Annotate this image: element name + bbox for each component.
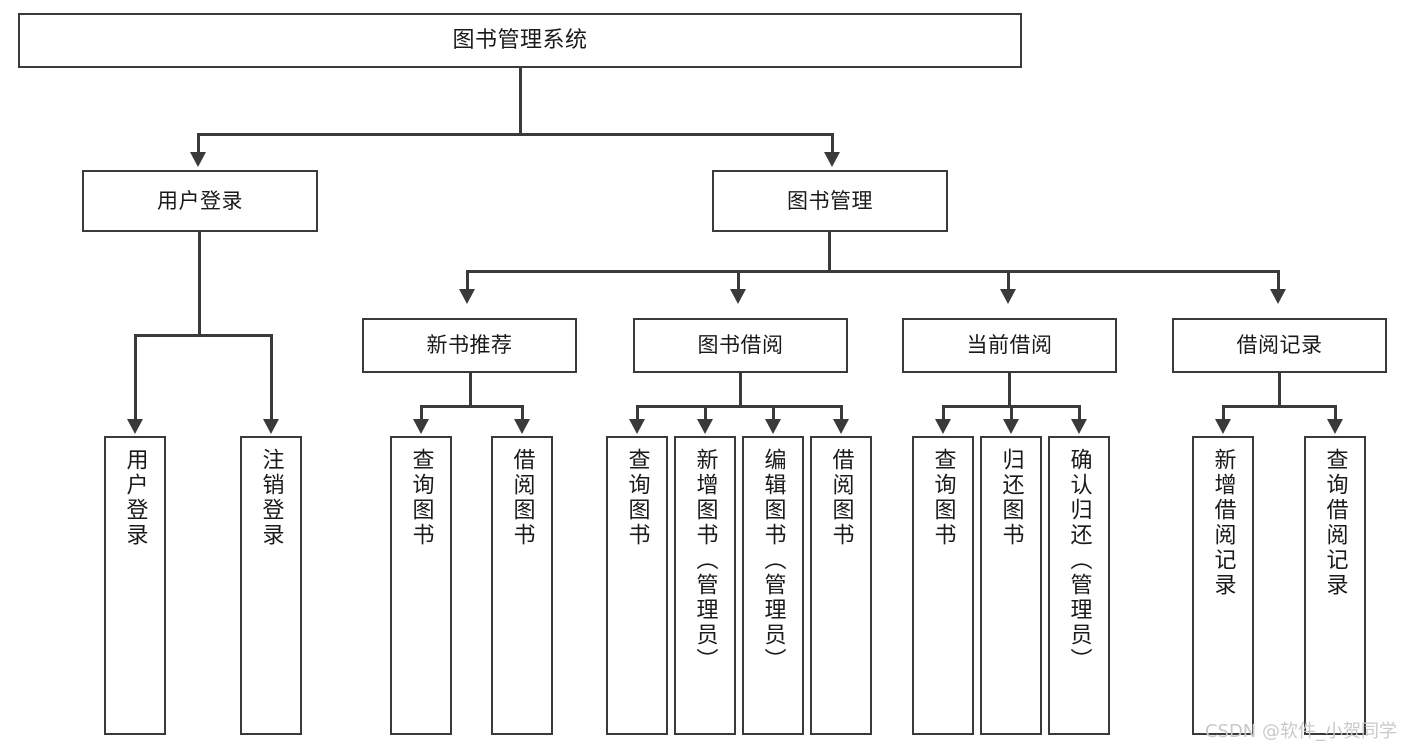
arrow-to-leaf-query-book-1 [413, 419, 429, 434]
connector-cb-c1 [942, 405, 945, 421]
connector-bb-stem [739, 373, 742, 408]
leaf-edit-book[interactable]: 编辑图书（管理员） [742, 436, 804, 735]
leaf-borrow-book-2[interactable]: 借阅图书 [810, 436, 872, 735]
arrow-to-leaf-add-book [697, 419, 713, 434]
arrow-to-leaf-borrow-book-2 [833, 419, 849, 434]
leaf-query-record[interactable]: 查询借阅记录 [1304, 436, 1366, 735]
connector-cb-c3 [1078, 405, 1081, 421]
node-label: 当前借阅 [966, 333, 1053, 358]
connector-root-to-book-manage [831, 133, 834, 154]
node-label: 新书推荐 [426, 333, 513, 358]
leaf-logout-login[interactable]: 注销登录 [240, 436, 302, 735]
node-label: 查询图书 [408, 448, 434, 548]
arrow-to-leaf-query-book-3 [935, 419, 951, 434]
node-user-login[interactable]: 用户登录 [82, 170, 318, 232]
connector-user-login-left [134, 334, 137, 421]
connector-cb-stem [1008, 373, 1011, 408]
arrow-to-current-borrow [1000, 289, 1016, 304]
connector-bb-bar [636, 405, 843, 408]
node-label: 归还图书 [998, 448, 1024, 548]
connector-root-stem [519, 68, 522, 135]
arrow-to-leaf-borrow-book-1 [514, 419, 530, 434]
leaf-query-book-2[interactable]: 查询图书 [606, 436, 668, 735]
arrow-to-leaf-logout-login [263, 419, 279, 434]
connector-bb-c3 [772, 405, 775, 421]
leaf-query-book-1[interactable]: 查询图书 [390, 436, 452, 735]
node-label: 借阅图书 [509, 448, 535, 548]
connector-br-stem [1278, 373, 1281, 408]
connector-nbr-stem [469, 373, 472, 408]
leaf-return-book[interactable]: 归还图书 [980, 436, 1042, 735]
connector-cb-c2 [1010, 405, 1013, 421]
connector-user-login-stem [198, 232, 201, 336]
node-label: 用户登录 [157, 188, 243, 213]
node-new-book-recommend[interactable]: 新书推荐 [362, 318, 577, 373]
leaf-user-login[interactable]: 用户登录 [104, 436, 166, 735]
node-root-system[interactable]: 图书管理系统 [18, 13, 1022, 68]
arrow-to-leaf-edit-book [765, 419, 781, 434]
node-label: 借阅图书 [828, 448, 854, 548]
node-label: 图书借阅 [697, 333, 784, 358]
node-label: 新增图书（管理员） [692, 448, 718, 673]
connector-br-bar [1222, 405, 1337, 408]
leaf-borrow-book-1[interactable]: 借阅图书 [491, 436, 553, 735]
connector-bb-c4 [840, 405, 843, 421]
leaf-add-record[interactable]: 新增借阅记录 [1192, 436, 1254, 735]
connector-book-manage-bar [466, 270, 1280, 273]
connector-br-c2 [1334, 405, 1337, 421]
arrow-to-borrow-record [1270, 289, 1286, 304]
node-label: 确认归还（管理员） [1066, 448, 1092, 673]
connector-br-c1 [1222, 405, 1225, 421]
connector-bm-c1 [466, 270, 469, 291]
arrow-to-leaf-user-login [127, 419, 143, 434]
arrow-to-leaf-query-record [1327, 419, 1343, 434]
arrow-to-user-login [190, 152, 206, 167]
node-label: 新增借阅记录 [1210, 448, 1236, 598]
connector-bm-c3 [1007, 270, 1010, 291]
arrow-to-leaf-confirm-return [1071, 419, 1087, 434]
node-label: 查询借阅记录 [1322, 448, 1348, 598]
connector-root-to-user-login [197, 133, 200, 154]
connector-bb-c1 [636, 405, 639, 421]
node-book-borrow[interactable]: 图书借阅 [633, 318, 848, 373]
node-borrow-record[interactable]: 借阅记录 [1172, 318, 1387, 373]
node-label: 注销登录 [258, 448, 284, 548]
node-current-borrow[interactable]: 当前借阅 [902, 318, 1117, 373]
arrow-to-leaf-return-book [1003, 419, 1019, 434]
arrow-to-leaf-query-book-2 [629, 419, 645, 434]
connector-root-bar [197, 133, 834, 136]
leaf-add-book[interactable]: 新增图书（管理员） [674, 436, 736, 735]
node-label: 编辑图书（管理员） [760, 448, 786, 673]
connector-bb-c2 [704, 405, 707, 421]
connector-nbr-bar [420, 405, 524, 408]
leaf-confirm-return[interactable]: 确认归还（管理员） [1048, 436, 1110, 735]
connector-nbr-c2 [521, 405, 524, 421]
leaf-query-book-3[interactable]: 查询图书 [912, 436, 974, 735]
arrow-to-new-book-recommend [459, 289, 475, 304]
csdn-watermark: CSDN @软件_小贺同学 [1204, 721, 1397, 742]
arrow-to-book-borrow [730, 289, 746, 304]
node-book-manage[interactable]: 图书管理 [712, 170, 948, 232]
node-label: 用户登录 [122, 448, 148, 548]
node-label: 图书管理 [787, 188, 873, 213]
node-label: 借阅记录 [1236, 333, 1323, 358]
arrow-to-book-manage [824, 152, 840, 167]
node-label: 图书管理系统 [452, 27, 588, 53]
connector-nbr-c1 [420, 405, 423, 421]
connector-bm-c2 [737, 270, 740, 291]
connector-user-login-bar [134, 334, 273, 337]
node-label: 查询图书 [930, 448, 956, 548]
connector-user-login-right [270, 334, 273, 421]
node-label: 查询图书 [624, 448, 650, 548]
connector-bm-c4 [1277, 270, 1280, 291]
arrow-to-leaf-add-record [1215, 419, 1231, 434]
connector-book-manage-stem [828, 232, 831, 272]
